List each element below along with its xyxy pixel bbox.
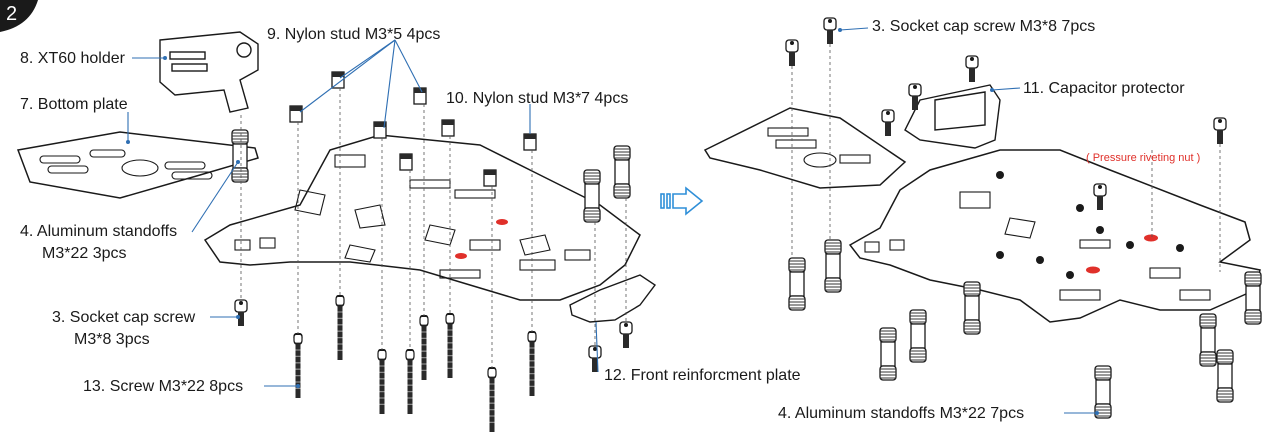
label-capacitor-protector: 11. Capacitor protector: [1023, 80, 1185, 97]
right-cap-screw-3: [965, 55, 979, 83]
label-socket-cap-screw-left-spec: M3*8 3pcs: [74, 331, 150, 348]
label-socket-cap-screw-right: 3. Socket cap screw M3*8 7pcs: [872, 18, 1096, 35]
label-xt60-holder: 8. XT60 holder: [20, 50, 125, 67]
label-bottom-plate: 7. Bottom plate: [20, 96, 128, 113]
right-standoff-5: [963, 281, 981, 335]
right-standoff-9: [1244, 271, 1262, 325]
nylon-stud-7: [483, 169, 497, 187]
long-screws: [293, 295, 537, 433]
right-cap-screw-5: [881, 109, 895, 137]
left-rivet-1: [496, 219, 508, 225]
step-number: 2: [6, 3, 18, 25]
left-leader-lines: [127, 39, 599, 387]
step-badge: 2: [0, 0, 40, 32]
right-leader-arrows: [838, 28, 1099, 415]
left-cap-screw-1: [234, 299, 248, 327]
nylon-stud-8: [523, 133, 537, 151]
nylon-stud-5: [441, 119, 455, 137]
capacitor-protector-part: [904, 84, 1001, 149]
right-standoff-6: [1094, 365, 1112, 419]
right-standoff-8: [1199, 313, 1217, 367]
left-cap-screw-2: [588, 345, 602, 373]
left-standoff-3: [613, 145, 631, 199]
left-frame-cutouts: [234, 154, 591, 279]
left-leader-arrows: [126, 56, 300, 388]
nylon-stud-6: [399, 153, 413, 171]
left-standoff-1: [231, 129, 249, 183]
right-frame-plate: [848, 149, 1261, 323]
left-standoff-2: [583, 169, 601, 223]
label-aluminum-standoffs-right: 4. Aluminum standoffs M3*22 7pcs: [778, 405, 1025, 422]
right-standoff-2: [824, 239, 842, 293]
nylon-stud-4: [413, 87, 427, 105]
left-bottom-plate-slots: [39, 149, 213, 180]
right-rivet-1: [1144, 234, 1158, 242]
right-cap-screw-1: [785, 39, 799, 67]
left-rivet-2: [455, 253, 467, 259]
label-aluminum-standoffs-left: 4. Aluminum standoffs: [20, 223, 178, 240]
right-cap-screw-2: [823, 17, 837, 45]
right-standoff-7: [1216, 349, 1234, 403]
label-socket-cap-screw-left: 3. Socket cap screw: [52, 309, 196, 326]
xt60-holder-part: [159, 31, 259, 113]
next-step-arrow-icon: [660, 186, 704, 216]
right-leader-lines: [839, 27, 1097, 414]
left-cap-screw-3: [619, 321, 633, 349]
right-alignment-lines: [791, 44, 1221, 272]
right-cap-screw-7: [1213, 117, 1227, 145]
right-standoff-1: [788, 257, 806, 311]
label-pressure-riveting-nut: ( Pressure riveting nut ): [1086, 152, 1201, 164]
left-frame-plate: [203, 134, 641, 301]
step-badge-shape: [0, 0, 38, 32]
left-bottom-plate: [16, 131, 259, 199]
label-nylon-stud-m3-7: 10. Nylon stud M3*7 4pcs: [446, 90, 629, 107]
right-plate-holes: [996, 171, 1184, 279]
right-standoff-4: [909, 309, 927, 363]
right-standoff-3: [879, 327, 897, 381]
label-front-reinforcement-plate: 12. Front reinforcment plate: [604, 367, 801, 384]
label-aluminum-standoffs-left-spec: M3*22 3pcs: [42, 245, 127, 262]
nylon-stud-2: [289, 105, 303, 123]
label-nylon-stud-m3-5: 9. Nylon stud M3*5 4pcs: [267, 26, 441, 43]
label-screw-m3-22: 13. Screw M3*22 8pcs: [83, 378, 244, 395]
left-front-plate: [569, 274, 657, 323]
left-alignment-lines: [240, 88, 627, 368]
right-frame-cutouts: [767, 127, 1211, 301]
right-rivet-2: [1086, 266, 1100, 274]
